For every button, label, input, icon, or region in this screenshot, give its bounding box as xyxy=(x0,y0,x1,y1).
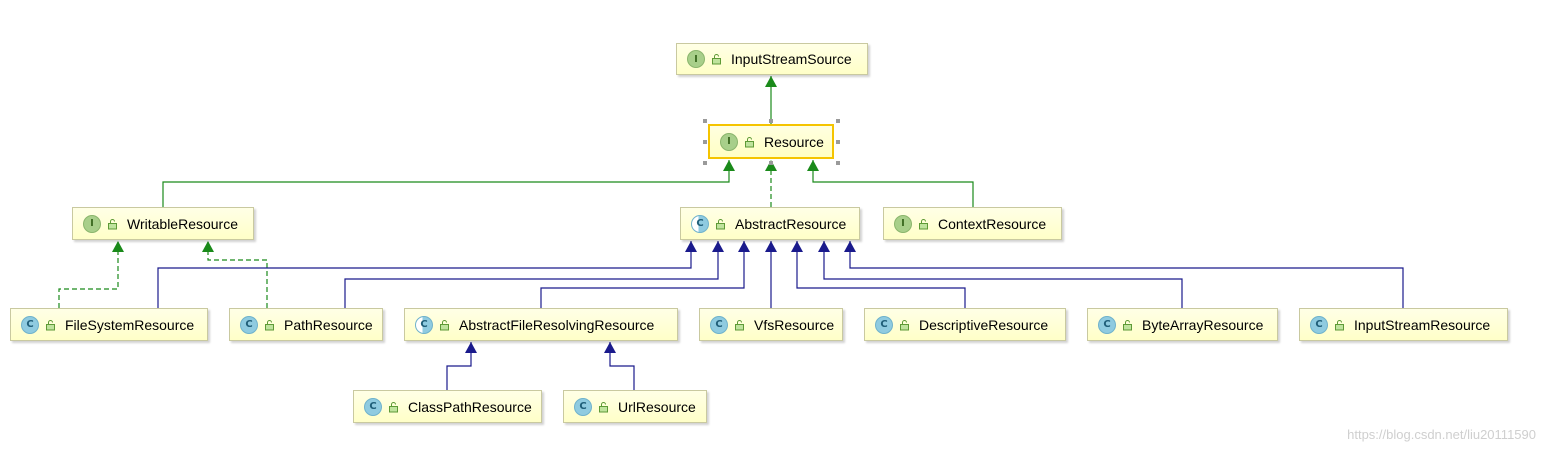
class-icon: C xyxy=(710,315,728,334)
selection-handle[interactable] xyxy=(769,119,773,123)
edge-abstractfileresolvingresource-to-abstractresource xyxy=(540,241,745,308)
lock-icon xyxy=(1122,319,1134,331)
selection-handle[interactable] xyxy=(836,161,840,165)
edge-contextresource-to-resource-arrowhead xyxy=(807,160,819,171)
edge-pathresource-to-writableresource-arrowhead xyxy=(202,241,214,252)
edge-contextresource-to-resource xyxy=(812,160,974,207)
edge-classpathresource-to-abstractfileresolvingresource-arrowhead xyxy=(465,342,477,353)
edge-inputstreamresource-to-abstractresource-arrowhead xyxy=(844,241,856,252)
lock-icon xyxy=(439,319,451,331)
node-input-stream-source[interactable]: I InputStreamSource xyxy=(676,43,868,75)
node-label: InputStreamResource xyxy=(1354,316,1491,333)
node-label: ByteArrayResource xyxy=(1142,316,1264,333)
node-label: FileSystemResource xyxy=(65,316,195,333)
node-label: AbstractResource xyxy=(735,215,847,232)
edge-writableresource-to-resource-arrowhead xyxy=(723,160,735,171)
selection-handle[interactable] xyxy=(703,140,707,144)
node-abstract-file-resolving-resource[interactable]: C AbstractFileResolvingResource xyxy=(404,308,678,341)
lock-icon xyxy=(918,218,930,230)
lock-icon xyxy=(264,319,276,331)
node-label: InputStreamSource xyxy=(731,51,852,67)
edge-abstractfileresolvingresource-to-abstractresource-arrowhead xyxy=(738,241,750,252)
node-label: Resource xyxy=(764,133,824,150)
node-label: PathResource xyxy=(284,316,373,333)
edge-abstractresource-to-resource-arrowhead xyxy=(765,160,777,171)
edge-pathresource-to-abstractresource-arrowhead xyxy=(712,241,724,252)
selection-handle[interactable] xyxy=(836,119,840,123)
edge-resource-to-inputstreamsource-arrowhead xyxy=(765,76,777,87)
node-file-system-resource[interactable]: C FileSystemResource xyxy=(10,308,208,341)
node-vfs-resource[interactable]: C VfsResource xyxy=(699,308,843,341)
class-icon: C xyxy=(1098,315,1116,334)
edge-filesystemresource-to-writableresource xyxy=(58,241,119,308)
node-byte-array-resource[interactable]: C ByteArrayResource xyxy=(1087,308,1278,341)
node-label: ClassPathResource xyxy=(408,398,532,415)
edge-urlresource-to-abstractfileresolvingresource-arrowhead xyxy=(604,342,616,353)
node-label: WritableResource xyxy=(127,215,239,232)
node-label: VfsResource xyxy=(754,316,835,333)
lock-icon xyxy=(744,136,756,148)
edge-pathresource-to-abstractresource xyxy=(344,241,719,308)
node-label: AbstractFileResolvingResource xyxy=(459,316,655,333)
node-label: DescriptiveResource xyxy=(919,316,1049,333)
edge-descriptiveresource-to-abstractresource xyxy=(796,241,966,308)
selection-handle[interactable] xyxy=(703,161,707,165)
lock-icon xyxy=(45,319,57,331)
node-writable-resource[interactable]: I WritableResource xyxy=(72,207,254,240)
node-label: UrlResource xyxy=(618,398,696,415)
class-icon: C xyxy=(1310,315,1328,334)
edge-bytearrayresource-to-abstractresource-arrowhead xyxy=(818,241,830,252)
edge-vfsresource-to-abstractresource-arrowhead xyxy=(765,241,777,252)
class-icon: C xyxy=(875,315,893,334)
lock-icon xyxy=(711,53,723,65)
selection-handle[interactable] xyxy=(769,161,773,165)
class-icon: C xyxy=(240,315,258,334)
selection-handle[interactable] xyxy=(703,119,707,123)
edge-filesystemresource-to-writableresource-arrowhead xyxy=(112,241,124,252)
lock-icon xyxy=(388,401,400,413)
lock-icon xyxy=(715,218,727,230)
interface-icon: I xyxy=(720,132,738,151)
edge-pathresource-to-writableresource xyxy=(207,241,268,308)
node-class-path-resource[interactable]: C ClassPathResource xyxy=(353,390,542,423)
edge-descriptiveresource-to-abstractresource-arrowhead xyxy=(791,241,803,252)
node-path-resource[interactable]: C PathResource xyxy=(229,308,383,341)
abstract-class-icon: C xyxy=(691,214,709,233)
node-context-resource[interactable]: I ContextResource xyxy=(883,207,1062,240)
node-resource[interactable]: I Resource xyxy=(708,124,834,159)
node-abstract-resource[interactable]: C AbstractResource xyxy=(680,207,860,240)
interface-icon: I xyxy=(894,214,912,233)
node-label: ContextResource xyxy=(938,215,1047,232)
abstract-class-icon: C xyxy=(415,315,433,334)
edge-writableresource-to-resource xyxy=(162,160,730,207)
class-icon: C xyxy=(21,315,39,334)
lock-icon xyxy=(598,401,610,413)
edge-filesystemresource-to-abstractresource-arrowhead xyxy=(685,241,697,252)
node-descriptive-resource[interactable]: C DescriptiveResource xyxy=(864,308,1066,341)
lock-icon xyxy=(107,218,119,230)
edge-classpathresource-to-abstractfileresolvingresource xyxy=(446,342,472,390)
node-url-resource[interactable]: C UrlResource xyxy=(563,390,707,423)
lock-icon xyxy=(899,319,911,331)
interface-icon: I xyxy=(83,214,101,233)
edge-bytearrayresource-to-abstractresource xyxy=(823,241,1183,308)
class-icon: C xyxy=(574,397,592,416)
edge-filesystemresource-to-abstractresource xyxy=(157,241,692,308)
edge-inputstreamresource-to-abstractresource xyxy=(849,241,1404,308)
watermark: https://blog.csdn.net/liu20111590 xyxy=(1347,427,1536,442)
edge-urlresource-to-abstractfileresolvingresource xyxy=(609,342,635,390)
class-icon: C xyxy=(364,397,382,416)
node-input-stream-resource[interactable]: C InputStreamResource xyxy=(1299,308,1508,341)
lock-icon xyxy=(734,319,746,331)
interface-icon: I xyxy=(687,50,705,68)
selection-handle[interactable] xyxy=(836,140,840,144)
lock-icon xyxy=(1334,319,1346,331)
